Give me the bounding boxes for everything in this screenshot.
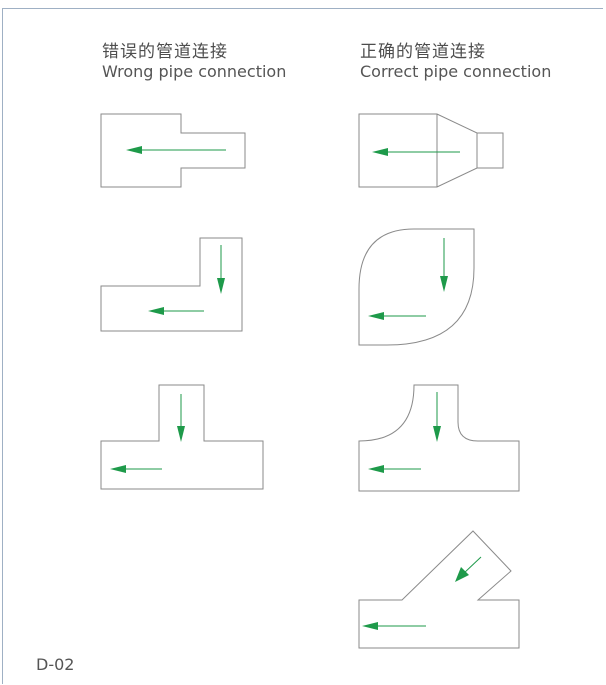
wrong-header-chinese: 错误的管道连接: [102, 42, 228, 62]
wrong-header-english: Wrong pipe connection: [102, 62, 287, 81]
correct-elbow-outline: [358, 228, 475, 346]
correct-elbow-left-arrowhead: [368, 312, 384, 320]
correct-wye-diagonal-arrowhead: [455, 567, 469, 582]
correct-tee-outline: [358, 384, 520, 492]
wrong-tee-outline: [100, 384, 264, 490]
correct-header-english: Correct pipe connection: [360, 62, 552, 81]
correct-wye-left-arrowhead: [362, 622, 378, 630]
wrong-reducer: [100, 113, 246, 188]
correct-wye: [358, 530, 520, 649]
wrong-elbow-down-arrowhead: [217, 278, 225, 294]
correct-tee-left-arrowhead: [368, 465, 384, 473]
wrong-elbow-outline: [100, 237, 243, 332]
correct-reducer: [358, 113, 504, 188]
wrong-tee: [100, 384, 264, 490]
correct-tee: [358, 384, 520, 492]
figure-code: D-02: [36, 655, 75, 674]
wrong-tee-left-arrowhead: [110, 465, 126, 473]
wrong-tee-down-arrowhead: [177, 426, 185, 442]
wrong-elbow-left-arrowhead: [148, 307, 164, 315]
figure-frame: [2, 8, 603, 684]
correct-wye-outline: [358, 530, 520, 649]
correct-elbow-down-arrowhead: [440, 276, 448, 292]
wrong-reducer-outline: [100, 113, 246, 188]
correct-reducer-flow-arrowhead: [372, 148, 388, 156]
correct-elbow: [358, 228, 475, 346]
correct-wye-diagonal-line: [462, 556, 482, 575]
correct-tee-down-arrowhead: [433, 426, 441, 442]
correct-reducer-outline: [358, 113, 504, 188]
wrong-reducer-flow-arrowhead: [126, 146, 142, 154]
wrong-connection-header: 错误的管道连接 Wrong pipe connection: [102, 42, 286, 82]
correct-header-chinese: 正确的管道连接: [360, 42, 486, 62]
wrong-elbow: [100, 237, 243, 332]
correct-connection-header: 正确的管道连接 Correct pipe connection: [360, 42, 551, 82]
